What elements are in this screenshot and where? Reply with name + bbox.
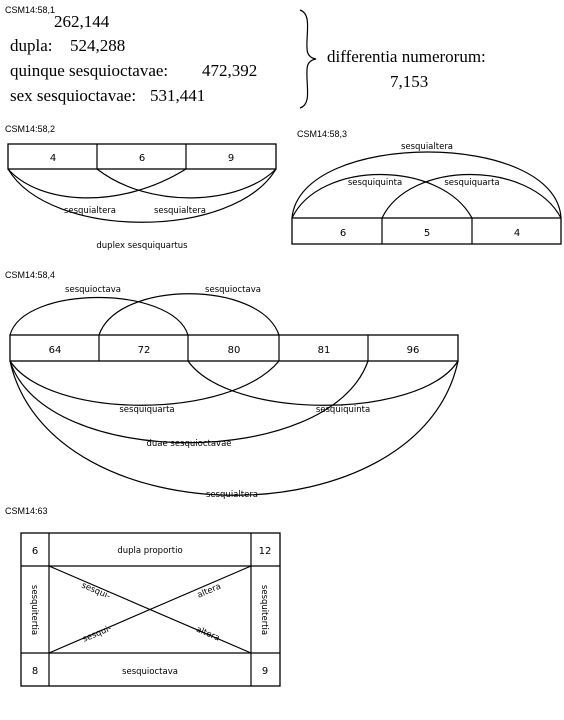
figure-4-arc-top-right	[98, 293, 280, 336]
figure-5-corner-tl: 6	[32, 546, 38, 557]
figure-3-cell: 4	[514, 228, 520, 239]
figure-5-corner-br: 9	[262, 666, 268, 677]
figure-1-label-quinque: quinque sesquioctavae:	[10, 61, 168, 80]
figure-1-diff-label: differentia numerorum:	[327, 47, 486, 66]
figure-1-caption: CSM14:58,1	[5, 5, 55, 15]
figure-1-brace	[299, 9, 317, 109]
figure-4: CSM14:58,4 sesquioctava sesquioctava 64 …	[5, 270, 459, 500]
figure-2-arc-right	[96, 168, 277, 199]
figure-1-value-quinque: 472,392	[202, 61, 257, 80]
figure-2-arc-left	[7, 168, 187, 199]
figure-2-arc-outer	[7, 168, 277, 223]
figure-3-row	[291, 217, 562, 245]
figure-2-cell: 6	[139, 153, 145, 164]
figure-3-cell: 5	[424, 228, 430, 239]
figure-3-arc-left-label: sesquiquinta	[348, 178, 402, 188]
figure-3-caption: CSM14:58,3	[297, 129, 347, 139]
figure-4-top-left-label: sesquioctava	[65, 285, 121, 295]
figure-4-below-3-label: duae sesquioctavae	[146, 439, 231, 449]
figure-4-top-right-label: sesquioctava	[205, 285, 261, 295]
figure-4-below-1-label: sesquiquarta	[119, 405, 174, 415]
figure-2-arc-right-label: sesquialtera	[154, 206, 206, 216]
figure-4-row	[9, 334, 459, 362]
figure-2-arc-left-label: sesquialtera	[64, 206, 116, 216]
figure-4-cell: 96	[407, 345, 420, 356]
figure-5-cross-label-br: altera	[194, 625, 221, 644]
figure-3-arc-right-label: sesquiquarta	[444, 178, 499, 188]
figure-4-cell: 64	[49, 345, 62, 356]
figure-2-row	[7, 143, 277, 170]
figure-4-below-2-label: sesquiquinta	[316, 405, 370, 415]
figure-1-diff-value: 7,153	[390, 72, 428, 91]
figure-3-arc-left	[291, 173, 473, 219]
figure-1-value-1: 262,144	[54, 12, 110, 31]
figure-5-bottom-label: sesquioctava	[122, 667, 178, 677]
figure-2-caption: CSM14:58,2	[5, 124, 55, 134]
figure-5-top-label: dupla proportio	[117, 546, 182, 556]
figure-3-arc-right	[381, 173, 562, 219]
figure-1-label-sex: sex sesquioctavae:	[10, 86, 136, 105]
figure-5-cross-label-tl: sesqui-	[80, 581, 112, 602]
figure-4-arc-below-2	[187, 360, 459, 406]
figure-5-left-label: sesquitertia	[29, 585, 39, 635]
figure-3: CSM14:58,3 6 5 4 sesquialtera sesquiquin…	[291, 129, 562, 245]
figure-3-cell: 6	[340, 228, 346, 239]
figure-5-corner-bl: 8	[32, 666, 38, 677]
figure-1-label-dupla: dupla:	[10, 36, 53, 55]
figure-4-below-4-label: sesquialtera	[206, 490, 258, 500]
figure-5-corner-tr: 12	[259, 546, 272, 557]
figure-3-arc-outer	[291, 151, 562, 219]
figure-5-right-label: sesquitertia	[259, 585, 269, 635]
figure-4-cell: 80	[228, 345, 241, 356]
figure-4-arc-top-left	[9, 296, 189, 336]
figure-1-value-dupla: 524,288	[70, 36, 125, 55]
figure-2-cell: 4	[50, 153, 56, 164]
figure-4-arc-below-1	[9, 360, 280, 406]
figure-5-cross-line	[48, 565, 252, 654]
figure-4-cell: 81	[318, 345, 331, 356]
figure-1: CSM14:58,1 262,144 dupla: 524,288 quinqu…	[5, 5, 486, 109]
figure-2: CSM14:58,2 4 6 9 sesquialtera sesquialte…	[5, 124, 277, 251]
figure-5-frame	[20, 532, 281, 687]
figure-5: CSM14:63 6 12 8 9 dupla proportio sesqui…	[5, 506, 281, 687]
figure-2-cell: 9	[228, 153, 234, 164]
figure-4-cell: 72	[138, 345, 151, 356]
figure-5-caption: CSM14:63	[5, 506, 48, 516]
figure-3-arc-outer-label: sesquialtera	[401, 142, 453, 152]
figure-2-arc-outer-label: duplex sesquiquartus	[96, 241, 188, 251]
figure-4-arc-below-4	[9, 360, 459, 496]
figure-4-arc-below-3	[9, 360, 369, 444]
figure-5-cross-label-bl: sesqui-	[81, 624, 113, 645]
figure-1-value-sex: 531,441	[150, 86, 205, 105]
figure-4-caption: CSM14:58,4	[5, 270, 55, 280]
